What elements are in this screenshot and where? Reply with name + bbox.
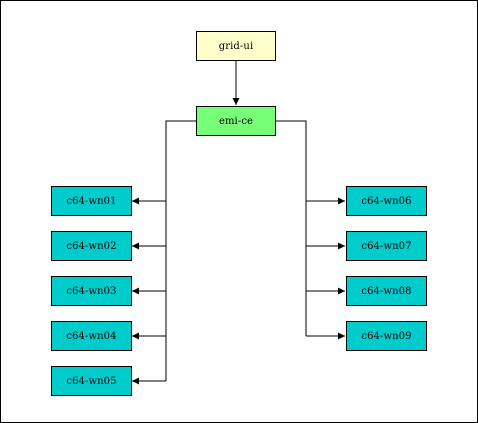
node-c64-wn07[interactable]: c64-wn07 [346,231,427,261]
node-grid-ui[interactable]: grid-ui [196,31,276,61]
node-label: c64-wn06 [361,195,412,207]
node-c64-wn05[interactable]: c64-wn05 [51,366,132,396]
node-label: c64-wn03 [66,285,117,297]
node-label: grid-ui [218,40,254,52]
edge-trunk-right [276,120,307,336]
node-label: c64-wn09 [361,330,412,342]
node-c64-wn06[interactable]: c64-wn06 [346,186,427,216]
node-label: c64-wn01 [66,195,117,207]
edge-trunk-left [165,120,196,381]
node-c64-wn02[interactable]: c64-wn02 [51,231,132,261]
node-c64-wn01[interactable]: c64-wn01 [51,186,132,216]
node-label: c64-wn02 [66,240,117,252]
node-c64-wn04[interactable]: c64-wn04 [51,321,132,351]
node-label: c64-wn08 [361,285,412,297]
node-c64-wn08[interactable]: c64-wn08 [346,276,427,306]
node-c64-wn09[interactable]: c64-wn09 [346,321,427,351]
node-label: c64-wn07 [361,240,412,252]
node-c64-wn03[interactable]: c64-wn03 [51,276,132,306]
node-label: c64-wn05 [66,375,117,387]
node-label: emi-ce [218,115,254,127]
node-emi-ce[interactable]: emi-ce [196,106,276,136]
node-label: c64-wn04 [66,330,117,342]
